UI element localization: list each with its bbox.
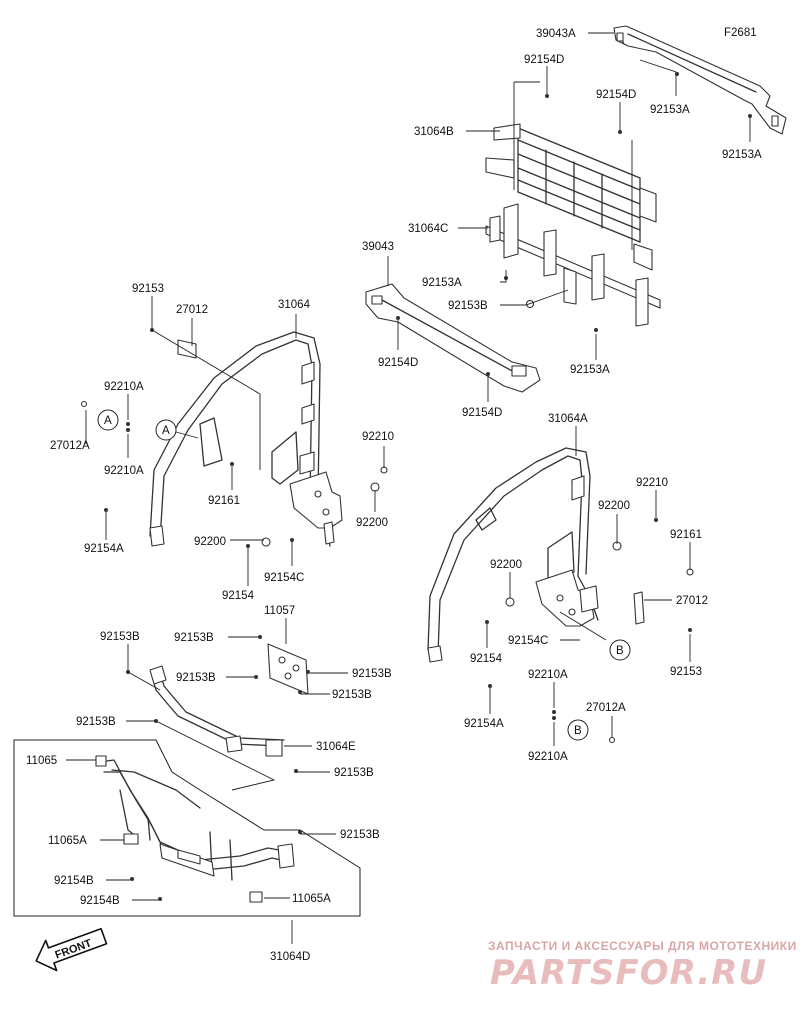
part-label: 92153B (334, 767, 374, 779)
part-label: 92200 (194, 536, 226, 548)
illustration (80, 25, 787, 903)
part-label: 92153A (650, 104, 690, 116)
front-bumper-31064d (95, 755, 295, 903)
part-label: 92153B (448, 300, 488, 312)
callout-b-letter: B (616, 645, 624, 657)
part-label: 92210A (104, 381, 144, 393)
part-label: 92153 (670, 666, 702, 678)
rear-roof-bar-39043a (613, 25, 787, 135)
part-label: 39043A (536, 28, 576, 40)
callout-a-left: A (97, 409, 119, 431)
part-label: 39043 (362, 241, 394, 253)
part-label: 31064E (316, 741, 356, 753)
part-label: 92154D (378, 357, 418, 369)
part-label: 92154B (80, 895, 120, 907)
part-label: 92200 (598, 500, 630, 512)
part-label: 92153B (76, 716, 116, 728)
part-label: 27012 (176, 304, 208, 316)
hardware-dots (80, 72, 752, 901)
part-label: 92154 (470, 653, 503, 665)
watermark: ЗАПЧАСТИ И АКСЕССУАРЫ ДЛЯ МОТОТЕХНИКИ PA… (488, 939, 797, 993)
part-label: 92154 (222, 590, 255, 602)
part-label: 31064D (270, 951, 310, 963)
part-label: 11057 (264, 605, 295, 617)
part-label: 92153 (132, 283, 164, 295)
part-label: 92200 (490, 559, 522, 571)
part-label: 92154D (524, 54, 564, 66)
part-label: 92161 (208, 495, 240, 507)
part-label: 92154D (462, 407, 502, 419)
part-label: 27012A (50, 440, 90, 452)
part-label: 92153B (100, 631, 140, 643)
part-label: 11065 (26, 755, 57, 767)
front-arrow-icon: FRONT (35, 927, 108, 972)
part-label: 92154C (508, 635, 548, 647)
part-label: 92153B (176, 672, 216, 684)
part-label: 31064B (414, 126, 454, 138)
part-label: 92153A (570, 364, 610, 376)
part-label: 31064 (278, 299, 311, 311)
right-rollbar-31064a (427, 447, 645, 663)
plate-11057 (267, 643, 309, 695)
watermark-logo: PARTSFOR.RU (490, 953, 767, 993)
callout-b-right: B (567, 719, 589, 741)
leader-lines (13, 32, 751, 944)
callout-a-letter: A (104, 415, 112, 427)
part-label: 92153A (722, 149, 762, 161)
front-support-bar-31064e (149, 665, 285, 757)
callout-b-letter: B (574, 725, 582, 737)
callout-a-letter: A (162, 425, 170, 437)
part-label: 31064A (548, 413, 588, 425)
part-label: 92153B (352, 668, 392, 680)
front-roof-bar-39043 (365, 283, 541, 393)
part-label: 92200 (356, 517, 388, 529)
part-label: 92161 (670, 529, 702, 541)
part-label: 11065A (292, 893, 331, 905)
part-label: 27012A (586, 702, 626, 714)
bracket-rail-31064c (485, 203, 661, 327)
watermark-tagline: ЗАПЧАСТИ И АКСЕССУАРЫ ДЛЯ МОТОТЕХНИКИ (488, 939, 797, 953)
part-label: 92153B (340, 829, 380, 841)
part-label: 92210A (104, 465, 144, 477)
figure-code: F2681 (724, 27, 757, 39)
part-label: 92153B (332, 689, 372, 701)
part-label: 27012 (676, 595, 708, 607)
part-label: 31064C (408, 223, 448, 235)
left-rollbar-31064 (149, 331, 343, 547)
part-label: 92154A (464, 718, 504, 730)
part-label: 92154D (596, 89, 636, 101)
part-label: 92210A (528, 751, 568, 763)
part-label: 92153B (174, 632, 214, 644)
part-label: 92210A (528, 669, 568, 681)
part-label: 92153A (422, 277, 462, 289)
part-label: 92154A (84, 543, 124, 555)
callout-b-frame: B (609, 639, 631, 661)
part-label: 92154B (54, 875, 94, 887)
part-label: 92154C (264, 572, 304, 584)
part-label: 92210 (636, 477, 668, 489)
part-label: 11065A (48, 835, 87, 847)
callout-a-frame: A (155, 419, 199, 441)
part-label: 92210 (362, 431, 394, 443)
part-labels: 39043A 92154D 92154D 92153A 31064B 92153… (26, 27, 762, 963)
rear-guard-frame-31064b (485, 123, 657, 271)
